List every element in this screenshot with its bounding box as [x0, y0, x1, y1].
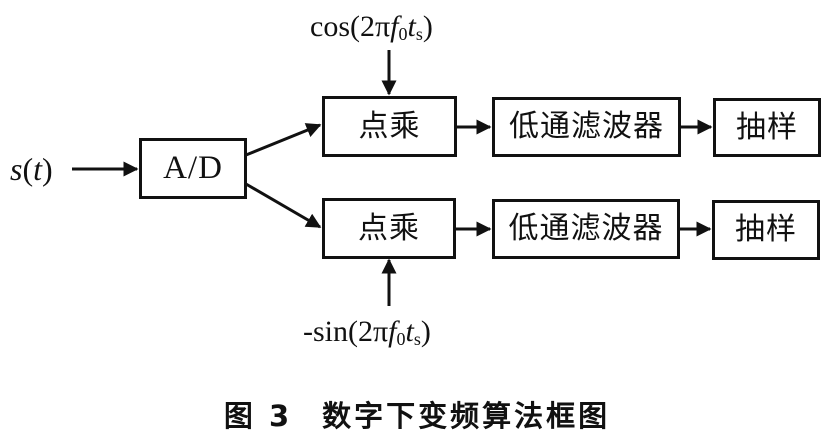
sin-pi: π — [373, 315, 389, 348]
ad-converter-label: A/D — [163, 150, 223, 186]
input-signal-label: s(t) — [10, 151, 53, 187]
cos-f: f — [390, 10, 399, 43]
lowpass-filter-label-top: 低通滤波器 — [509, 109, 664, 144]
lowpass-filter-block-top: 低通滤波器 — [492, 97, 681, 157]
lowpass-filter-label-bottom: 低通滤波器 — [508, 211, 664, 246]
sampler-label-top: 抽样 — [736, 109, 798, 145]
lowpass-filter-block-bottom: 低通滤波器 — [492, 199, 680, 259]
multiplier-label-top: 点乘 — [358, 108, 421, 144]
figure-caption: 图 3 数字下变频算法框图 — [0, 393, 834, 435]
cos-carrier-label: cos(2πf0ts) — [310, 10, 433, 44]
multiplier-block-top: 点乘 — [322, 96, 457, 157]
input-arg: t — [33, 151, 42, 187]
cos-f-sub: 0 — [398, 24, 408, 44]
cos-prefix: cos(2 — [310, 10, 375, 43]
sin-t-sub: s — [413, 329, 421, 349]
cos-suffix: ) — [422, 10, 433, 43]
ad-converter-block: A/D — [139, 138, 247, 199]
input-func: s — [10, 151, 23, 187]
cos-t-sub: s — [415, 24, 423, 44]
figure-number: 图 3 — [223, 399, 293, 433]
cos-pi: π — [374, 10, 391, 43]
sin-t: t — [405, 315, 414, 348]
sin-suffix: ) — [420, 315, 431, 348]
multiplier-label-bottom: 点乘 — [358, 210, 420, 246]
cos-t: t — [407, 10, 416, 43]
sin-carrier-label: -sin(2πf0ts) — [303, 315, 431, 349]
arrow-ad-to-mult-bottom — [245, 182, 322, 229]
sin-prefix: -sin(2 — [303, 315, 373, 348]
sin-f-sub: 0 — [396, 329, 406, 349]
sampler-label-bottom: 抽样 — [735, 212, 797, 247]
sampler-block-top: 抽样 — [713, 98, 821, 157]
multiplier-block-bottom: 点乘 — [322, 198, 456, 259]
figure-title: 数字下变频算法框图 — [322, 399, 611, 433]
sampler-block-bottom: 抽样 — [712, 200, 820, 260]
sin-f: f — [388, 315, 397, 348]
arrow-ad-to-mult-top — [245, 123, 322, 157]
